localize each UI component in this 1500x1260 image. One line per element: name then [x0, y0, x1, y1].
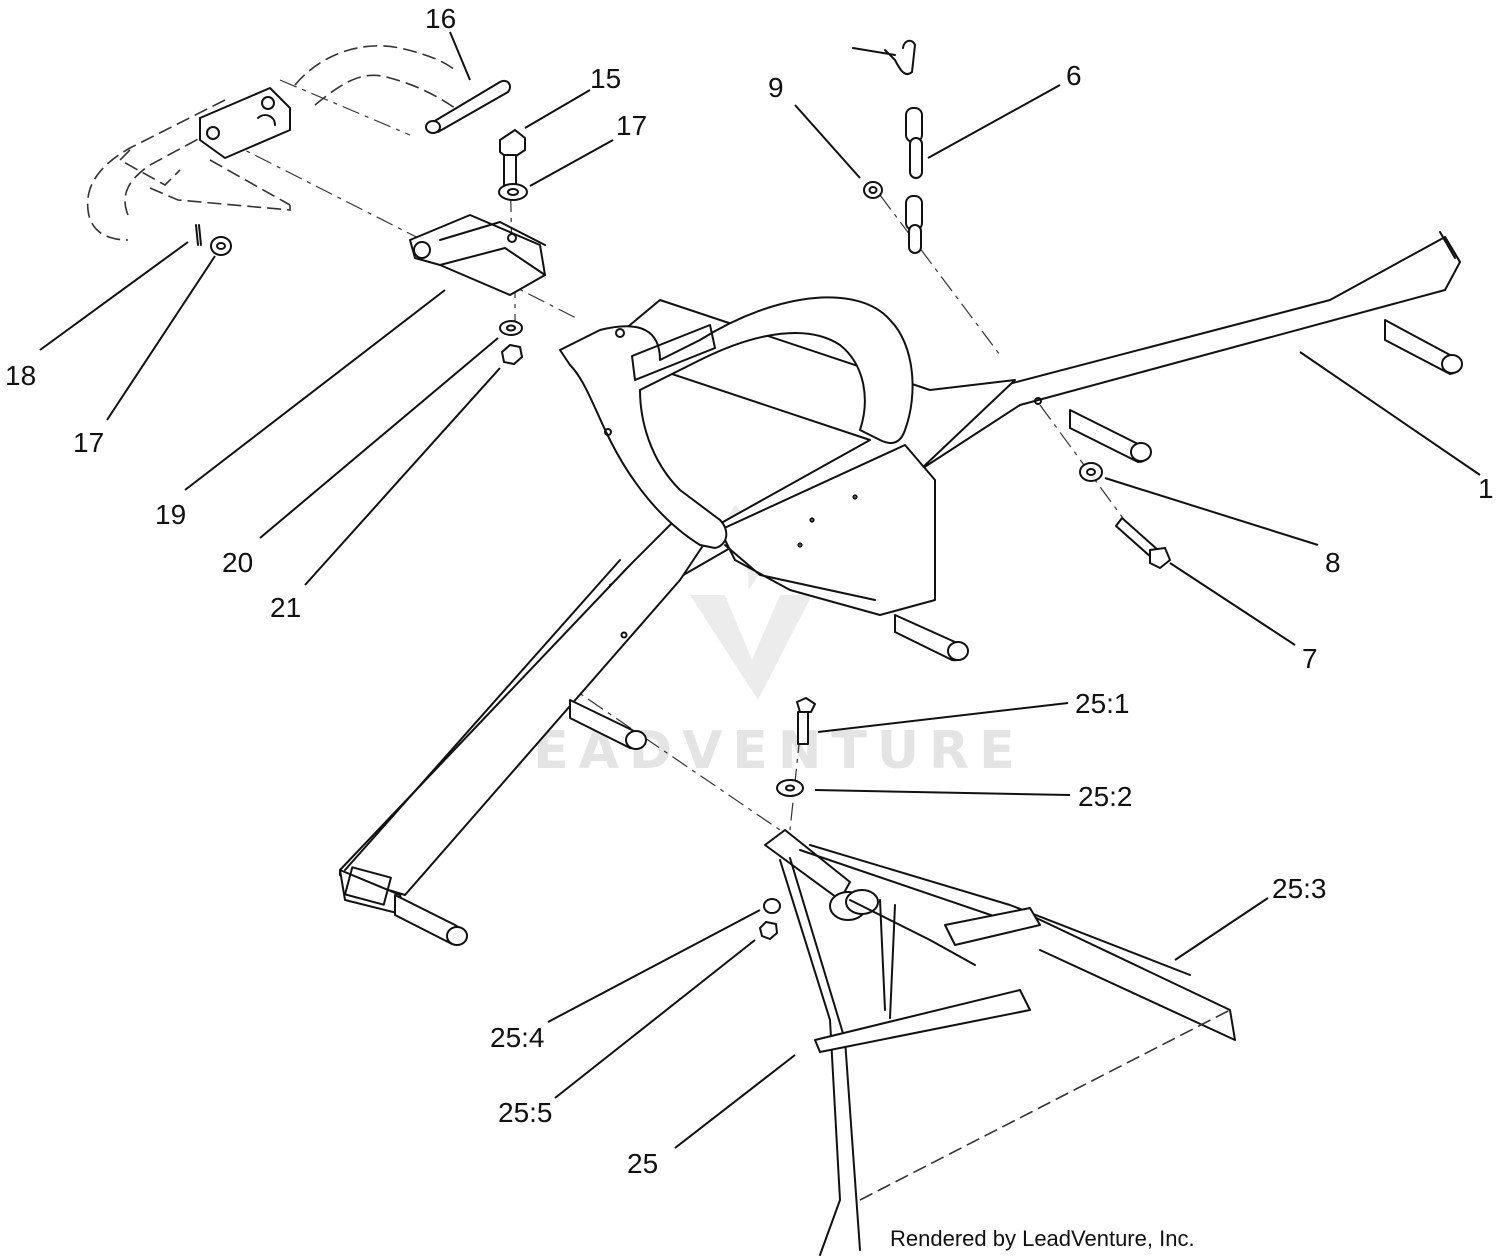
- callouts: 16 15 17 9 6 18 17 19 20 21 1 8 7 25:1 2…: [5, 3, 1494, 1179]
- drag-assembly: [764, 829, 1236, 1256]
- callout-25: 25: [627, 1148, 658, 1179]
- footer-credit: Rendered by LeadVenture, Inc.: [890, 1226, 1195, 1251]
- hinge-bracket: [199, 80, 546, 296]
- callout-17-left: 17: [73, 427, 104, 458]
- callout-9: 9: [768, 72, 784, 103]
- callout-18: 18: [5, 360, 36, 391]
- watermark-logo-icon: [690, 505, 812, 700]
- callout-25-5: 25:5: [498, 1097, 553, 1128]
- callout-25-1: 25:1: [1075, 688, 1130, 719]
- callout-6: 6: [1066, 60, 1082, 91]
- callout-20: 20: [222, 547, 253, 578]
- assembly-centerlines: [224, 79, 1151, 831]
- watermark-text: LEADVENTURE: [490, 721, 1025, 781]
- callout-1: 1: [1478, 473, 1494, 504]
- callout-17-top: 17: [616, 110, 647, 141]
- ghost-handle: [86, 45, 456, 241]
- callout-25-3: 25:3: [1272, 873, 1327, 904]
- callout-16: 16: [425, 3, 456, 34]
- callout-8: 8: [1325, 547, 1341, 578]
- callout-15: 15: [590, 63, 621, 94]
- main-frame: [339, 231, 1463, 946]
- leader-lines: [39, 31, 1481, 1149]
- callout-7: 7: [1302, 643, 1318, 674]
- watermark: LEADVENTURE: [490, 505, 1025, 781]
- callout-25-2: 25:2: [1078, 781, 1133, 812]
- callout-19: 19: [155, 499, 186, 530]
- hardware: [195, 39, 1171, 940]
- callout-21: 21: [270, 592, 301, 623]
- callout-25-4: 25:4: [490, 1022, 545, 1053]
